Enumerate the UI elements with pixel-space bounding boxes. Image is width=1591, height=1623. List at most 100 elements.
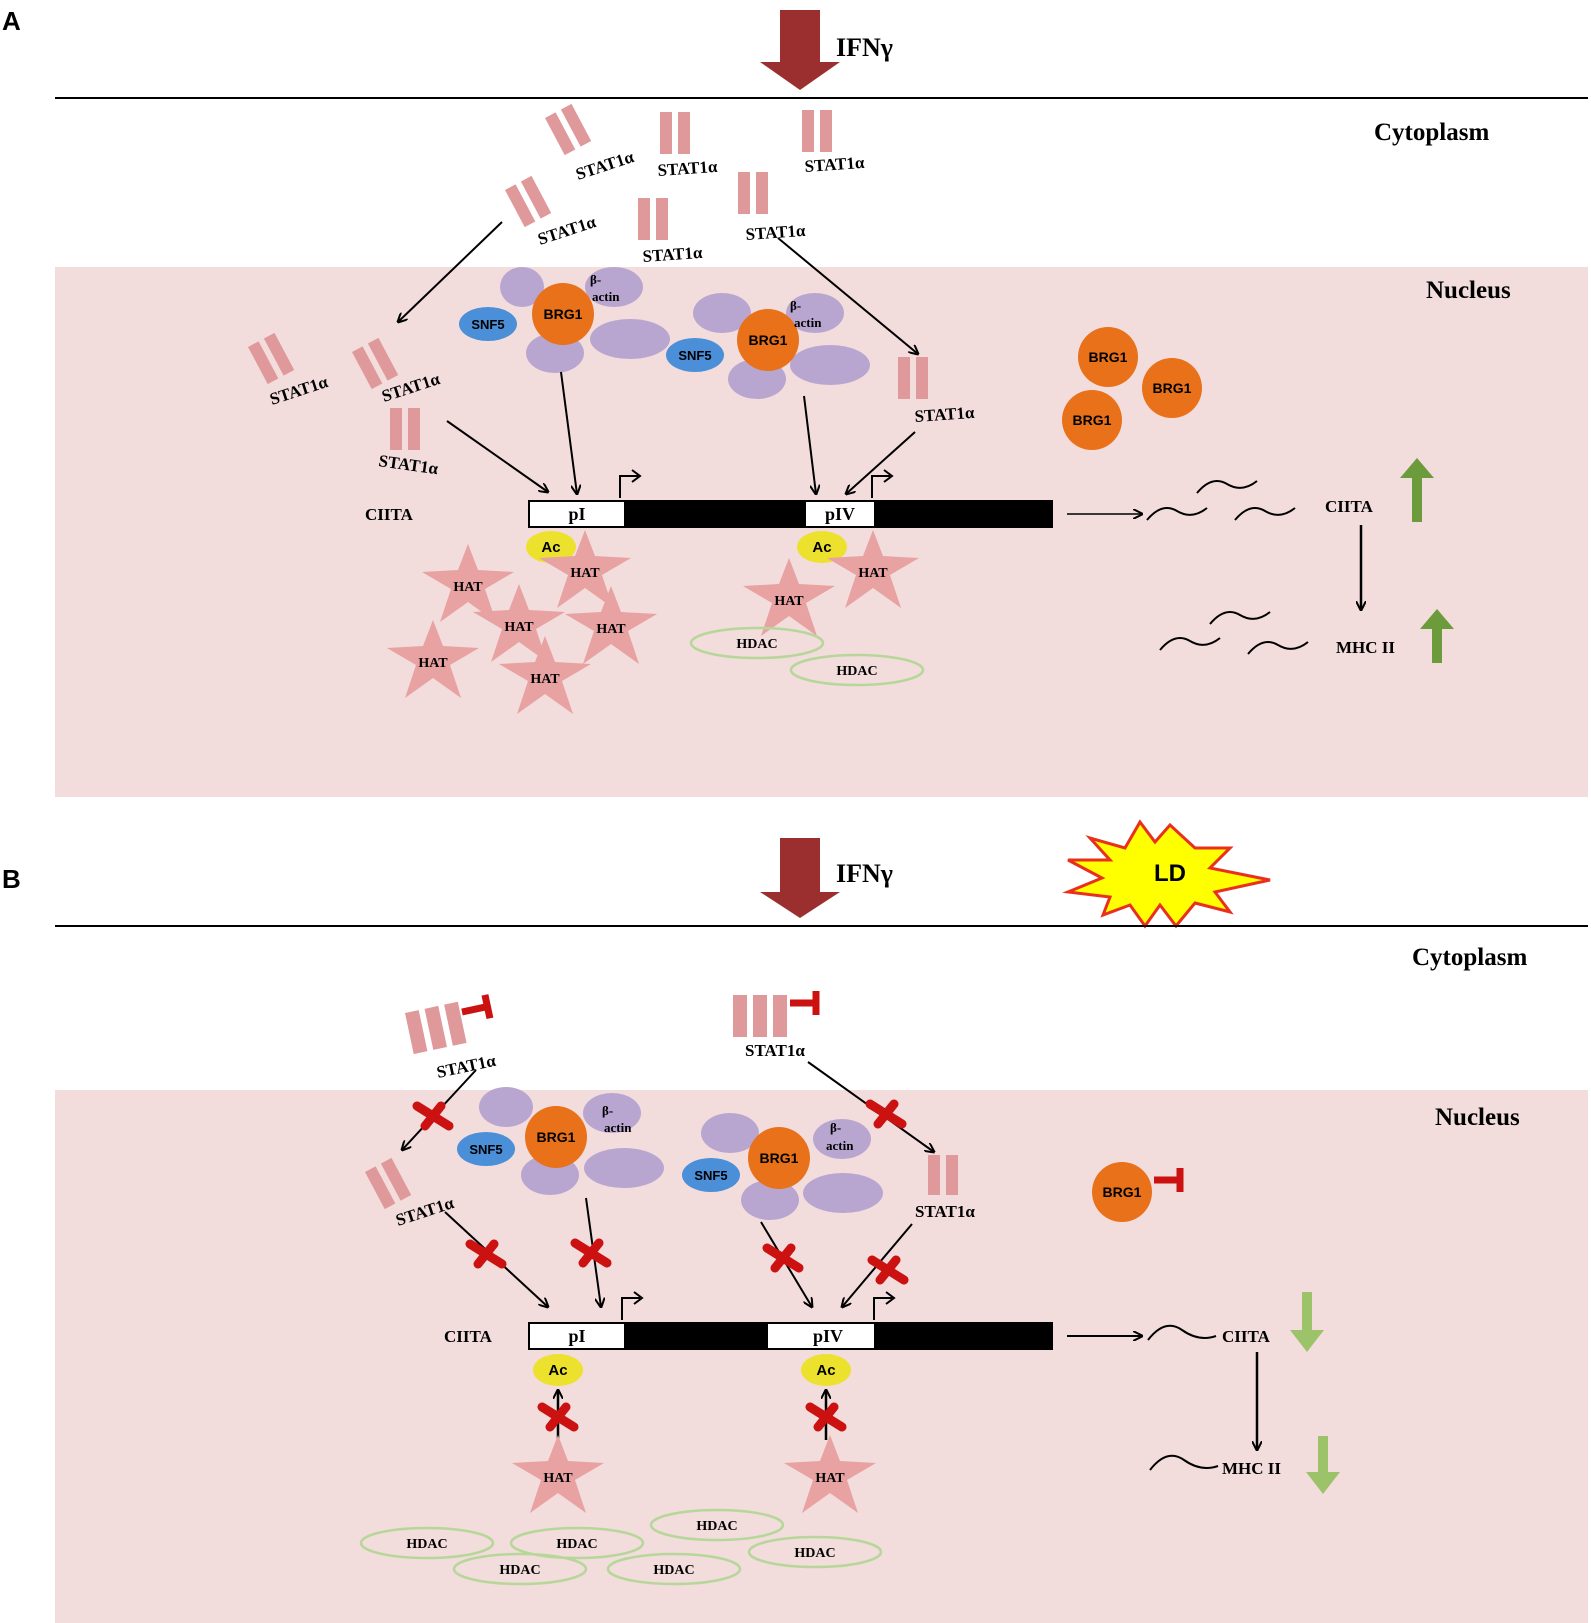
arrow bbox=[803, 395, 816, 494]
mhc-output-label: MHC II bbox=[1336, 638, 1395, 657]
hdac-label: HDAC bbox=[499, 1563, 540, 1578]
stat1-dimer bbox=[405, 1001, 467, 1055]
brg1-label: BRG1 bbox=[1103, 1184, 1142, 1200]
promoter-pi-label: pI bbox=[568, 1326, 585, 1346]
cytoplasm-label: Cytoplasm bbox=[1374, 119, 1489, 146]
beta-actin-label: actin bbox=[826, 1138, 854, 1153]
hdac-label: HDAC bbox=[836, 664, 877, 679]
ld-label: LD bbox=[1154, 860, 1186, 887]
panel-b: B IFNγ LD Cytoplasm Nucleus STAT1α STAT1… bbox=[2, 819, 1588, 1623]
brg1-label: BRG1 bbox=[544, 306, 583, 322]
ciita-output-label: CIITA bbox=[1222, 1327, 1271, 1346]
promoter-pi-label: pI bbox=[568, 504, 585, 524]
stat1-dimer bbox=[505, 175, 552, 228]
stat1-label: STAT1α bbox=[657, 157, 719, 180]
ac-label: Ac bbox=[816, 1362, 835, 1379]
up-arrow bbox=[1400, 458, 1434, 522]
promoter-piv bbox=[766, 1322, 876, 1350]
mhc-output-label: MHC II bbox=[1222, 1459, 1281, 1478]
nucleus-label: Nucleus bbox=[1426, 277, 1511, 304]
up-arrow bbox=[1420, 609, 1454, 663]
ifn-label: IFNγ bbox=[836, 33, 893, 62]
tss-flag bbox=[621, 1291, 644, 1320]
ciita-output-label: CIITA bbox=[1325, 497, 1374, 516]
acetyl-mark bbox=[797, 531, 847, 563]
stat1-label: STAT1α bbox=[914, 403, 976, 426]
snf5-label: SNF5 bbox=[678, 348, 711, 363]
tss-flag bbox=[619, 469, 642, 498]
stat1-dimer bbox=[660, 112, 690, 154]
hdac bbox=[359, 1526, 495, 1560]
stat1-label: STAT1α bbox=[435, 1051, 498, 1082]
beta-actin-label: actin bbox=[604, 1120, 632, 1135]
brg1-label: BRG1 bbox=[760, 1150, 799, 1166]
stat1-label: STAT1α bbox=[745, 1041, 805, 1060]
mhc-mrna bbox=[1159, 611, 1309, 655]
ac-label: Ac bbox=[548, 1362, 567, 1379]
beta-actin-label: actin bbox=[592, 289, 620, 304]
brg1-label: BRG1 bbox=[1153, 380, 1192, 396]
ld-burst bbox=[1062, 819, 1271, 929]
acetyl-mark bbox=[801, 1354, 851, 1386]
hdac-label: HDAC bbox=[556, 1537, 597, 1552]
brg1-label: BRG1 bbox=[537, 1129, 576, 1145]
free-brg1: BRG1 BRG1 BRG1 bbox=[1062, 327, 1202, 450]
ciita-gene-label: CIITA bbox=[365, 505, 414, 524]
hdac-label: HDAC bbox=[406, 1537, 447, 1552]
mhc-mrna bbox=[1149, 1454, 1219, 1471]
promoter-pi bbox=[528, 500, 626, 528]
ciita-gene-label: CIITA bbox=[444, 1327, 493, 1346]
tss-flag bbox=[873, 1291, 896, 1320]
stat1-dimer bbox=[928, 1155, 958, 1195]
hat-label: HAT bbox=[858, 566, 888, 581]
stat1-label: STAT1α bbox=[573, 147, 636, 184]
hdac bbox=[452, 1552, 588, 1586]
stat1-label: STAT1α bbox=[535, 212, 598, 249]
hat-label: HAT bbox=[570, 566, 600, 581]
remodeling-complex: BRG1 SNF5 β- actin bbox=[459, 267, 670, 373]
remodeling-complex: BRG1 SNF5 β- actin bbox=[457, 1087, 664, 1195]
stat1-label: STAT1α bbox=[745, 221, 807, 244]
ifn-arrow bbox=[760, 10, 840, 90]
brg1-label: BRG1 bbox=[1073, 412, 1112, 428]
arrow bbox=[846, 431, 916, 494]
snf5-label: SNF5 bbox=[471, 317, 504, 332]
stat1-dimer bbox=[545, 103, 592, 156]
hat-label: HAT bbox=[418, 656, 448, 671]
acetyl-mark bbox=[533, 1354, 583, 1386]
brg1-label: BRG1 bbox=[1089, 349, 1128, 365]
promoter-pi bbox=[528, 1322, 626, 1350]
down-arrow bbox=[1290, 1292, 1324, 1352]
hat-label: HAT bbox=[596, 622, 626, 637]
hat-label: HAT bbox=[530, 672, 560, 687]
hdac-label: HDAC bbox=[696, 1519, 737, 1534]
hdac bbox=[689, 626, 825, 660]
beta-actin-label: β- bbox=[590, 272, 601, 287]
hdac-label: HDAC bbox=[794, 1546, 835, 1561]
stat1-label: STAT1α bbox=[804, 153, 866, 176]
stat1-dimer bbox=[733, 995, 787, 1037]
stat1-label: STAT1α bbox=[915, 1202, 975, 1221]
panel-a: A IFNγ Cytoplasm Nucleus STAT1α STAT1α S… bbox=[2, 6, 1588, 797]
ac-label: Ac bbox=[541, 539, 560, 556]
free-brg1 bbox=[1092, 1162, 1152, 1222]
arrow bbox=[446, 420, 548, 492]
hat-label: HAT bbox=[543, 1471, 573, 1486]
stat1-dimer bbox=[802, 110, 832, 152]
stat1-dimer bbox=[638, 198, 668, 240]
promoter-piv-label: pIV bbox=[813, 1326, 843, 1346]
beta-actin-label: β- bbox=[830, 1120, 841, 1135]
hat-label: HAT bbox=[453, 580, 483, 595]
beta-actin-label: β- bbox=[790, 298, 801, 313]
ciita-mrna bbox=[1147, 1324, 1217, 1341]
hdac bbox=[747, 1535, 883, 1569]
hdac bbox=[606, 1552, 742, 1586]
promoter-piv-label: pIV bbox=[825, 504, 855, 524]
brg1-label: BRG1 bbox=[749, 332, 788, 348]
down-arrow bbox=[1306, 1436, 1340, 1494]
remodeling-complex: BRG1 SNF5 β- actin bbox=[682, 1113, 883, 1220]
hdac bbox=[649, 1508, 785, 1542]
panel-b-label: B bbox=[2, 864, 21, 894]
hdac bbox=[789, 653, 925, 687]
snf5-label: SNF5 bbox=[469, 1142, 502, 1157]
